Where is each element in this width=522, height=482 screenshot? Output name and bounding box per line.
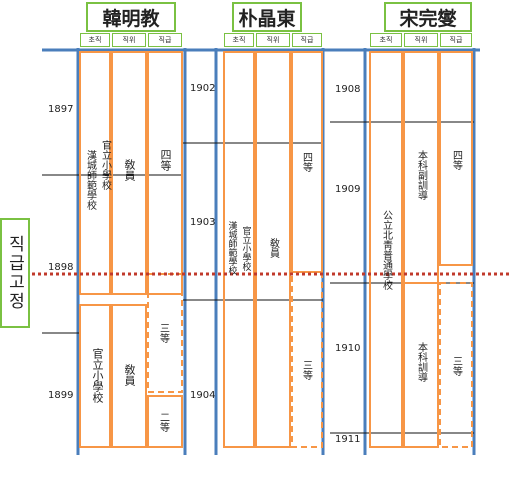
entry-text: 官立小學校 [99,140,111,190]
column-header: 직위 [112,33,146,47]
career-box [369,51,403,448]
person-name: 韓明教 [86,2,176,32]
entry-text: 公立北靑普通學校 [380,210,392,290]
career-box [223,51,255,448]
career-box [147,395,183,448]
year-label: 1903 [190,217,216,228]
diagram-canvas [32,48,512,455]
entry-text: 本科副訓導 [415,150,427,200]
year-label: 1899 [48,390,74,401]
entry-text: 三等 [157,323,169,343]
year-label: 1898 [48,262,74,273]
year-label: 1910 [335,343,361,354]
career-box [403,282,439,448]
person-name: 朴晶東 [232,2,302,32]
entry-text: 官立小學校 [91,347,104,403]
career-box [147,273,183,393]
year-label: 1908 [335,84,361,95]
column-header: 초직 [370,33,402,47]
column-header: 직급 [292,33,322,47]
career-box [439,282,473,448]
entry-text: 官立小學校 [240,225,251,271]
year-label: 1904 [190,390,216,401]
column-header: 직위 [404,33,438,47]
person-name: 宋完燮 [384,2,472,32]
column-header: 직급 [148,33,182,47]
year-label: 1909 [335,184,361,195]
career-box [79,51,111,295]
entry-text: 本科訓導 [415,342,427,382]
entry-text: 漢城師範學校 [84,150,96,210]
column-header: 초직 [80,33,110,47]
entry-text: 四等 [300,152,312,172]
entry-text: 二等 [157,412,169,432]
entry-text: 敎員 [267,238,279,258]
entry-text: 三等 [300,360,312,380]
career-box [79,304,111,448]
entry-text: 三等 [450,356,462,376]
career-box [439,51,473,266]
career-box [291,271,323,448]
year-label: 1897 [48,104,74,115]
career-diagram [32,48,512,455]
career-box [147,51,183,295]
career-box [111,51,147,295]
fixed-rank-label: 직급고정 [0,218,30,328]
entry-text: 漢城師範學校 [226,221,237,275]
year-label: 1902 [190,83,216,94]
entry-text: 敎員 [123,364,136,386]
entry-text: 四等 [159,149,172,171]
column-header: 직위 [256,33,290,47]
career-box [111,304,147,448]
entry-text: 敎員 [123,159,136,181]
column-header: 초직 [224,33,254,47]
column-header: 직급 [440,33,472,47]
year-label: 1911 [335,434,361,445]
entry-text: 四等 [450,150,462,170]
career-box [255,51,291,448]
